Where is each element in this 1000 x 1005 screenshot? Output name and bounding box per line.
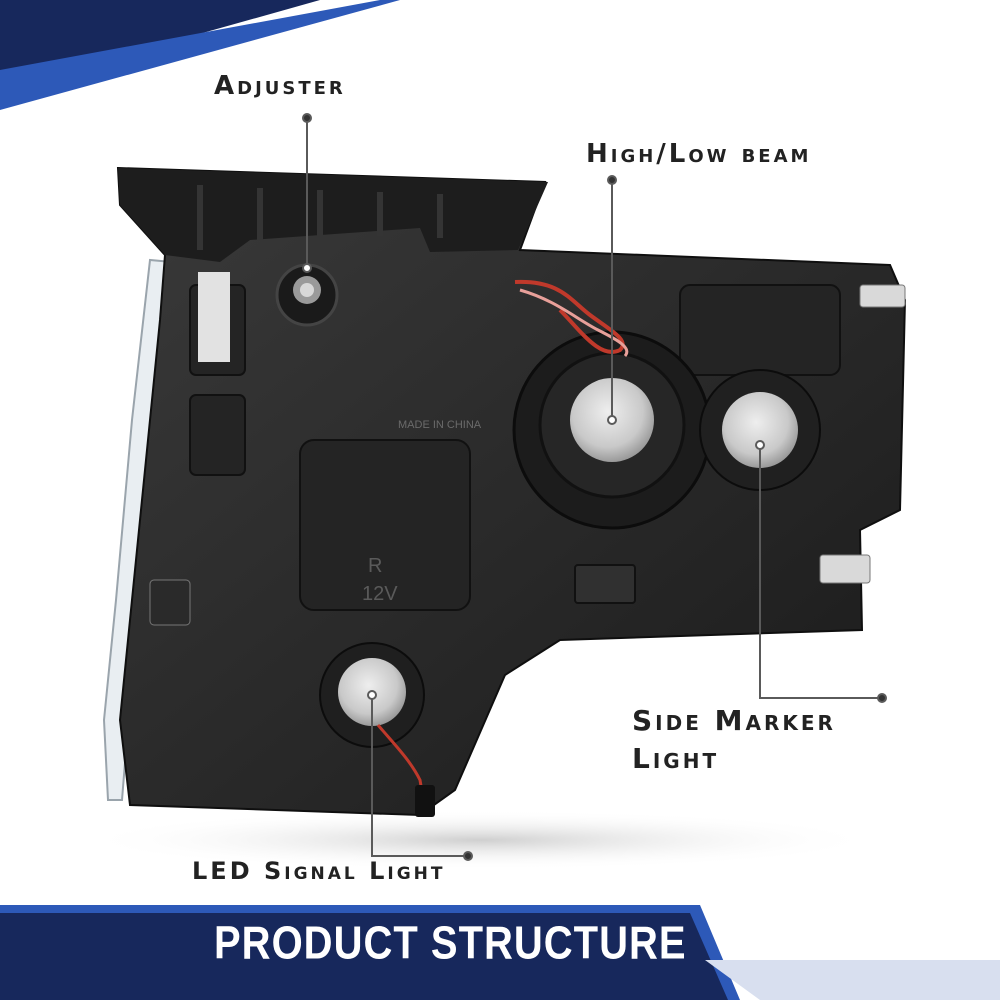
housing-panels — [189, 284, 841, 611]
side-marker-label-line2: Light — [632, 742, 720, 775]
signal-connector — [415, 785, 435, 817]
origin-stamp: MADE IN CHINA — [398, 419, 482, 431]
side-marker-label: Side Marker Light — [632, 702, 836, 778]
banner-navy — [0, 913, 728, 1000]
beam-wiring — [514, 279, 625, 354]
callout-leaders — [302, 113, 887, 861]
voltage-stamp: 12V — [362, 583, 398, 605]
side-marker-housing — [699, 369, 821, 491]
led-signal-label: LED Signal Light — [192, 857, 446, 885]
banner-right-fade — [705, 960, 1000, 1000]
tab-ribs — [197, 185, 443, 250]
side-marker-label-line1: Side Marker — [632, 704, 836, 737]
beam-wiring-2 — [519, 288, 629, 357]
side-stamp: R — [368, 555, 382, 577]
adjuster-screw — [275, 263, 339, 327]
signal-wiring — [376, 724, 427, 811]
mounting-tab — [118, 168, 548, 262]
corner-stripe-blue — [0, 0, 400, 110]
spec-sticker — [198, 272, 230, 362]
floor-shadow — [80, 810, 880, 870]
banner-title: PRODUCT STRUCTURE — [214, 918, 687, 969]
adjuster-label: Adjuster — [214, 71, 346, 101]
housing-clips — [149, 284, 906, 626]
high-low-beam-label: High/Low beam — [586, 139, 812, 169]
